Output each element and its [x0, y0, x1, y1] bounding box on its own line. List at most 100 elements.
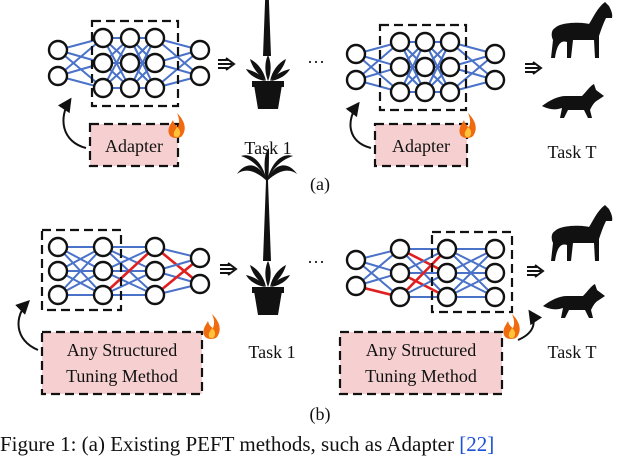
fire-icon — [203, 314, 220, 340]
ellipsis-a: ··· — [307, 52, 325, 72]
tuning-box-b1: Any Structured Tuning Method — [40, 330, 204, 396]
network-node — [436, 238, 458, 260]
network-node — [436, 286, 458, 308]
task-label-a2: Task T — [548, 142, 597, 162]
horse-icon — [551, 205, 613, 261]
svg-text:Adapter: Adapter — [105, 136, 163, 156]
network-node — [414, 56, 436, 78]
network-node — [144, 236, 166, 258]
network-b-taskT — [345, 238, 506, 308]
palm-tree-icon — [237, 0, 297, 56]
network-node — [189, 39, 211, 61]
svg-text:Tuning Method: Tuning Method — [66, 366, 178, 386]
network-node — [389, 286, 411, 308]
svg-text:Any Structured: Any Structured — [366, 340, 476, 360]
palm-tree-icon — [237, 148, 297, 261]
network-node — [389, 81, 411, 103]
network-node — [189, 273, 211, 295]
panel-label-b: (b) — [310, 404, 331, 425]
task-label-a1: Task 1 — [244, 138, 291, 158]
curved-arrow-icon — [15, 300, 39, 351]
fire-icon — [503, 314, 520, 340]
arrow-right-icon — [220, 262, 238, 276]
network-connection — [57, 246, 104, 296]
arrow-right-icon — [525, 61, 543, 75]
network-node — [92, 284, 114, 306]
tuning-box-a2: Adapter — [373, 122, 469, 168]
network-node — [47, 236, 69, 258]
ellipsis-b: ··· — [307, 252, 325, 272]
network-node — [439, 81, 461, 103]
network-node — [189, 65, 211, 87]
caption-text: Figure 1: (a) Existing PEFT methods, suc… — [0, 432, 460, 456]
network-node — [119, 77, 141, 99]
network-node — [484, 262, 506, 284]
tuned-connection — [399, 248, 448, 298]
network-node — [436, 262, 458, 284]
network-node — [144, 27, 166, 49]
network-node — [144, 260, 166, 282]
network-node — [414, 31, 436, 53]
panel-label-a: (a) — [310, 174, 330, 195]
caption-reference-link[interactable]: [22] — [459, 432, 495, 456]
potted-plant-icon — [246, 261, 290, 315]
network-node — [484, 69, 506, 91]
tuned-connection — [102, 246, 156, 296]
network-node — [144, 77, 166, 99]
fox-icon — [543, 284, 605, 318]
frozen-dashed-frame-b1 — [40, 228, 123, 312]
curved-arrow-icon — [345, 101, 372, 149]
network-node — [189, 247, 211, 269]
horse-icon — [551, 2, 613, 58]
task-label-b2: Task T — [548, 342, 597, 362]
network-node — [144, 52, 166, 74]
network-node — [92, 77, 114, 99]
network-node — [47, 284, 69, 306]
adapter-dashed-frame-a1 — [90, 19, 180, 108]
network-node — [389, 31, 411, 53]
network-a-taskT — [345, 31, 506, 103]
frozen-dashed-frame-b2 — [430, 230, 514, 314]
figure-caption: Figure 1: (a) Existing PEFT methods, suc… — [0, 432, 640, 458]
network-node — [345, 249, 367, 271]
network-node — [92, 27, 114, 49]
network-node — [484, 286, 506, 308]
network-node — [439, 31, 461, 53]
curved-arrow-icon — [57, 97, 87, 149]
network-node — [144, 284, 166, 306]
fire-icon — [459, 113, 476, 139]
tuning-box-b2: Any Structured Tuning Method — [338, 330, 504, 396]
network-node — [47, 39, 69, 61]
network-node — [92, 236, 114, 258]
network-a-task1 — [47, 27, 211, 99]
arrow-right-icon — [218, 57, 236, 71]
network-connection — [446, 248, 496, 298]
adapter-dashed-frame-a2 — [378, 23, 468, 112]
network-node — [345, 275, 367, 297]
fox-icon — [542, 84, 604, 118]
network-node — [414, 81, 436, 103]
network-node — [345, 69, 367, 91]
network-node — [389, 56, 411, 78]
network-b-task1 — [47, 236, 211, 306]
network-node — [47, 65, 69, 87]
network-node — [47, 260, 69, 282]
network-node — [484, 238, 506, 260]
task-label-b1: Task 1 — [248, 342, 295, 362]
potted-plant-icon — [246, 55, 290, 109]
network-node — [439, 56, 461, 78]
network-node — [119, 52, 141, 74]
network-node — [345, 43, 367, 65]
network-node — [389, 238, 411, 260]
network-node — [92, 52, 114, 74]
svg-text:Adapter: Adapter — [392, 136, 450, 156]
network-node — [484, 43, 506, 65]
curved-arrow-icon — [517, 309, 543, 341]
network-node — [119, 27, 141, 49]
network-node — [389, 262, 411, 284]
network-node — [92, 260, 114, 282]
tuning-box-a1: Adapter — [88, 122, 180, 168]
svg-text:Tuning Method: Tuning Method — [365, 366, 477, 386]
svg-text:Any Structured: Any Structured — [67, 340, 177, 360]
